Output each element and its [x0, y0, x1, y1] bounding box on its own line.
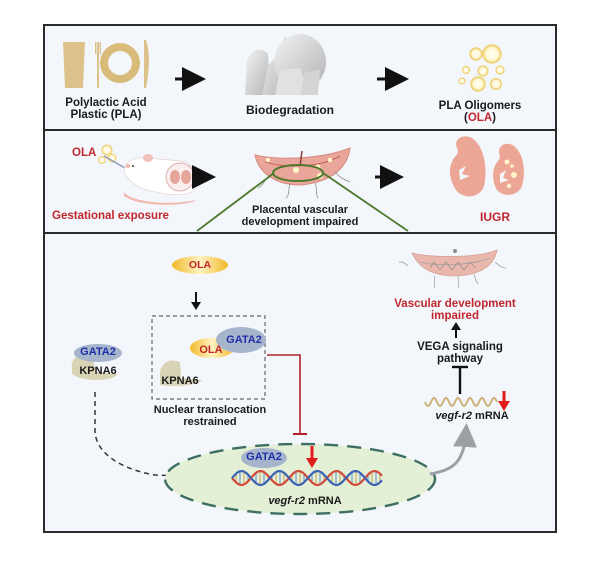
export-arrow-gray: [429, 423, 478, 476]
panel-divider-2: [43, 232, 557, 234]
nucleus-gene-name: vegf-r2: [268, 495, 305, 507]
placental-label-line2: development impaired: [241, 215, 359, 228]
mrna-gene-name: vegf-r2: [435, 410, 472, 422]
mrna-wave: [424, 396, 498, 408]
nuclear-line2: restrained: [183, 415, 237, 428]
box-complex-shapes: [160, 327, 266, 386]
oligomers-label-line1: PLA Oligomers: [438, 100, 522, 112]
left-gata2-label: GATA2: [80, 346, 116, 358]
ola-injection-label: OLA: [72, 147, 97, 159]
paren-open: (: [464, 112, 468, 125]
vega-pathway-label: VEGA signaling pathway: [400, 341, 520, 365]
panel-divider-1: [43, 129, 557, 131]
oligomer-bubbles-icon: [458, 44, 505, 92]
ola-abbrev: OLA: [467, 112, 493, 125]
arrow-up-vascular: [451, 322, 461, 338]
box-kpna6-label: KPNA6: [161, 375, 199, 387]
nucleus-gata2-label: GATA2: [246, 451, 282, 463]
inhibition-bar-vega: [452, 365, 468, 394]
fetus-icons: [449, 136, 524, 197]
dna-strand-red: [231, 469, 383, 487]
biodegradation-label: Biodegradation: [245, 103, 334, 117]
ola-top-label: OLA: [188, 259, 212, 271]
left-kpna6-label: KPNA6: [79, 365, 117, 377]
plastic-tableware-icon: [63, 40, 149, 88]
placenta-icon: [254, 147, 351, 199]
down-arrow-red-mrna: [498, 391, 510, 411]
box-ola-label: OLA: [199, 344, 223, 356]
dna-double-helix: [231, 469, 383, 487]
vega-line2: pathway: [436, 353, 483, 366]
nuclear-translocation-label: Nuclear translocation restrained: [140, 404, 280, 428]
iugr-label: IUGR: [480, 210, 510, 224]
oligomers-label: PLA Oligomers (OLA): [410, 100, 550, 124]
translocation-dashed-arrow: [94, 392, 183, 481]
placental-label-line1: Placental vascular: [251, 204, 348, 216]
mrna-gene-suffix: mRNA: [472, 410, 509, 422]
vega-line1: VEGA signaling: [417, 341, 503, 353]
nucleus-gene-suffix: mRNA: [305, 495, 342, 507]
vascular-line1: Vascular development: [394, 298, 516, 310]
ola-pill-top: [172, 256, 228, 274]
pregnant-mouse-icon: [123, 154, 197, 205]
nucleus-gene-label: vegf-r2 mRNA: [250, 495, 360, 508]
nuclear-line1: Nuclear translocation: [153, 404, 267, 416]
zoom-indicator-lines: [196, 164, 409, 232]
pla-label-line1: Polylactic Acid: [65, 97, 147, 109]
biodegraded-plastic-icon: [245, 34, 326, 95]
placental-label: Placental vascular development impaired: [225, 204, 375, 228]
pla-label-line2: Plastic (PLA): [70, 109, 142, 122]
vascular-impaired-label: Vascular development impaired: [380, 298, 530, 322]
dna-strand-blue: [231, 469, 383, 487]
arrow-down-ola: [191, 292, 201, 310]
vascular-line2: impaired: [431, 310, 479, 323]
pla-label: Polylactic Acid Plastic (PLA): [46, 97, 166, 121]
down-arrow-red-nucleus: [306, 446, 318, 468]
nucleus-gata2-shape: [241, 448, 287, 468]
box-gata2-label: GATA2: [226, 334, 262, 346]
mrna-strand: [424, 396, 498, 408]
small-placenta-icon: [398, 249, 507, 289]
complex-dashed-box: [151, 315, 266, 400]
oligomers-label-line2: (OLA): [410, 112, 550, 124]
inhibition-connector-red: [267, 354, 307, 435]
ola-injection-bubbles-icon: [98, 144, 126, 169]
mrna-gene-label: vegf-r2 mRNA: [420, 410, 524, 423]
paren-close: ): [492, 112, 496, 125]
left-complex-shapes: [71, 344, 122, 380]
gestational-exposure-label: Gestational exposure: [52, 210, 169, 222]
